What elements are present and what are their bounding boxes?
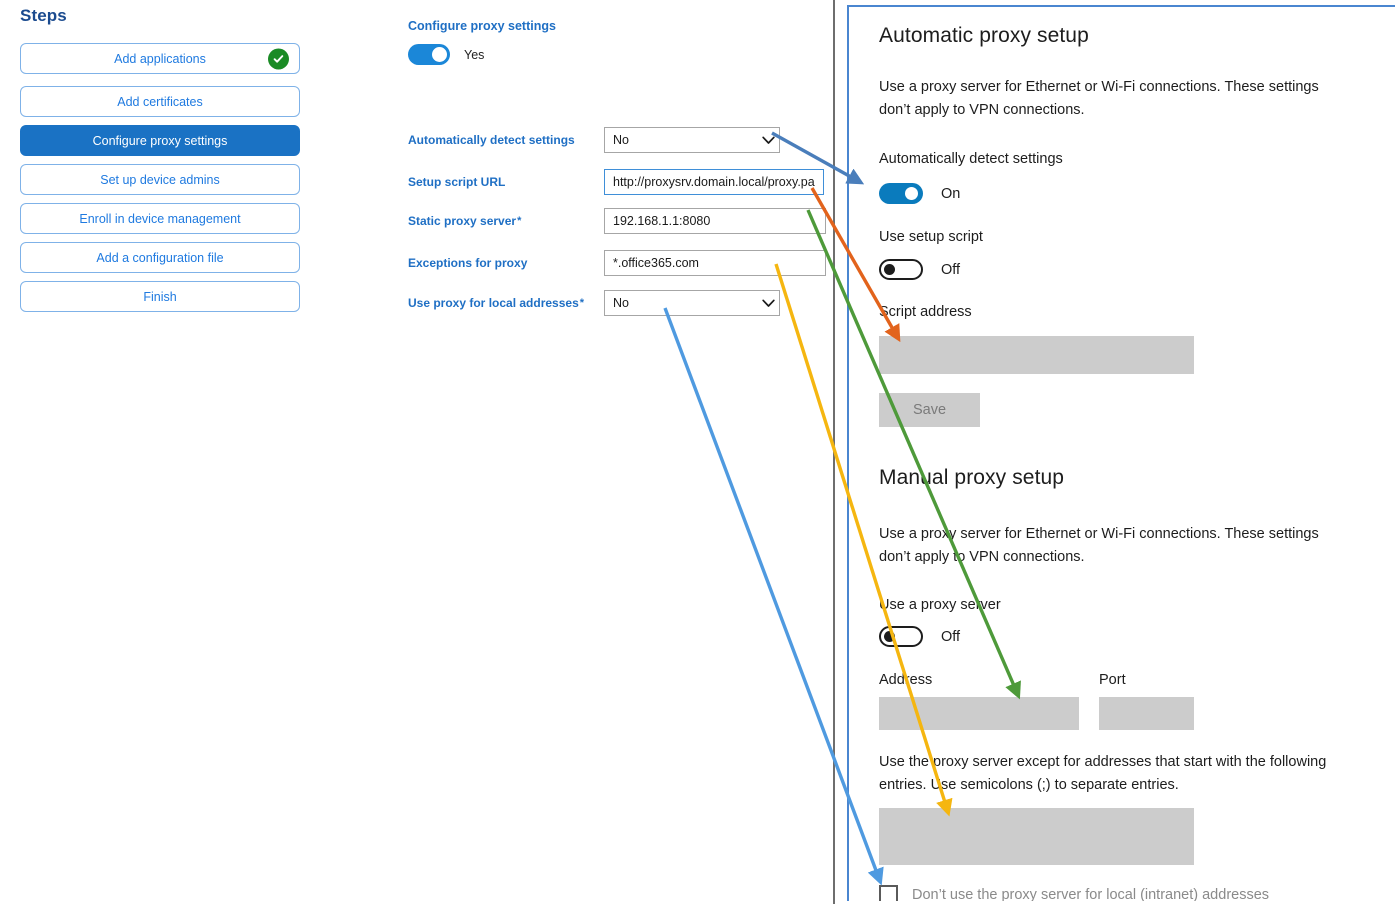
setup-script-url-input[interactable]: http://proxysrv.domain.local/proxy.pa: [604, 169, 824, 195]
field-label: Automatically detect settings: [408, 133, 575, 147]
toggle-switch-off[interactable]: [879, 626, 923, 647]
sidebar-step-set-up-device-admins[interactable]: Set up device admins: [20, 164, 300, 195]
steps-title: Steps: [20, 6, 67, 25]
toggle-knob: [884, 631, 895, 642]
use-proxy-for-local-addresses-select[interactable]: No: [604, 290, 780, 316]
address-input[interactable]: [879, 697, 1079, 730]
toggle-switch-on[interactable]: [879, 183, 923, 204]
proxy-form: Configure proxy settings Yes Automatical…: [332, 0, 832, 904]
field-exceptions-for-proxy: Exceptions for proxy *.office365.com: [408, 250, 838, 276]
automatic-proxy-setup-heading: Automatic proxy setup: [879, 24, 1089, 47]
automatically-detect-settings-select[interactable]: No: [604, 127, 780, 153]
step-label: Finish: [143, 289, 177, 304]
step-label: Configure proxy settings: [92, 133, 228, 148]
step-label: Add certificates: [117, 94, 203, 109]
use-setup-script-label: Use setup script: [879, 229, 983, 245]
step-label: Add applications: [114, 51, 206, 66]
input-value: *.office365.com: [613, 256, 699, 270]
field-label: Static proxy server*: [408, 214, 522, 228]
sidebar-step-add-certificates[interactable]: Add certificates: [20, 86, 300, 117]
step-label: Enroll in device management: [79, 211, 241, 226]
field-static-proxy-server: Static proxy server* 192.168.1.1:8080: [408, 208, 838, 234]
port-input[interactable]: [1099, 697, 1194, 730]
sidebar-step-enroll-in-device-management[interactable]: Enroll in device management: [20, 203, 300, 234]
check-circle-icon: [268, 48, 289, 69]
automatically-detect-settings-toggle[interactable]: On: [879, 183, 960, 204]
form-heading: Configure proxy settings: [408, 19, 556, 33]
toggle-state-label: On: [941, 185, 961, 202]
use-a-proxy-server-label: Use a proxy server: [879, 597, 1001, 613]
sidebar-step-add-a-configuration-file[interactable]: Add a configuration file: [20, 242, 300, 273]
automatic-proxy-setup-description: Use a proxy server for Ethernet or Wi-Fi…: [879, 79, 1319, 118]
sidebar-step-configure-proxy-settings[interactable]: Configure proxy settings: [20, 125, 300, 156]
select-value: No: [613, 133, 629, 147]
checkbox-unchecked-icon[interactable]: [879, 885, 898, 901]
address-label: Address: [879, 672, 933, 688]
toggle-state-label: Off: [941, 628, 961, 645]
step-label: Add a configuration file: [96, 250, 224, 265]
static-proxy-server-input[interactable]: 192.168.1.1:8080: [604, 208, 826, 234]
step-label: Set up device admins: [100, 172, 220, 187]
exceptions-input[interactable]: [879, 808, 1194, 865]
panel-divider: [833, 0, 835, 904]
select-value: No: [613, 296, 629, 310]
toggle-state-label: Off: [941, 261, 961, 278]
configure-proxy-toggle[interactable]: Yes: [408, 44, 484, 65]
field-label: Use proxy for local addresses*: [408, 296, 585, 310]
use-a-proxy-server-toggle[interactable]: Off: [879, 626, 960, 647]
sidebar-step-add-applications[interactable]: Add applications: [20, 43, 300, 74]
toggle-state-label: Yes: [464, 47, 485, 62]
sidebar-step-finish[interactable]: Finish: [20, 281, 300, 312]
automatically-detect-settings-label: Automatically detect settings: [879, 151, 1063, 167]
field-label: Exceptions for proxy: [408, 256, 528, 270]
bypass-local-addresses-row[interactable]: Don’t use the proxy server for local (in…: [879, 885, 1269, 901]
exceptions-description: Use the proxy server except for addresse…: [879, 754, 1327, 793]
field-automatically-detect-settings: Automatically detect settings No: [408, 127, 788, 153]
field-label: Setup script URL: [408, 175, 506, 189]
toggle-knob: [884, 264, 895, 275]
manual-proxy-setup-heading: Manual proxy setup: [879, 466, 1065, 489]
field-setup-script-url: Setup script URL http://proxysrv.domain.…: [408, 169, 828, 195]
use-setup-script-toggle[interactable]: Off: [879, 259, 960, 280]
chevron-down-icon: [762, 136, 775, 145]
windows-proxy-settings-panel: Automatic proxy setup Use a proxy server…: [847, 5, 1395, 901]
bypass-local-addresses-label: Don’t use the proxy server for local (in…: [912, 886, 1270, 902]
input-value: 192.168.1.1:8080: [613, 214, 711, 228]
toggle-knob: [905, 187, 918, 200]
steps-panel: Steps Add applications Add certificates …: [0, 0, 332, 904]
manual-proxy-setup-description: Use a proxy server for Ethernet or Wi-Fi…: [879, 526, 1319, 565]
toggle-knob: [432, 47, 447, 62]
input-value: http://proxysrv.domain.local/proxy.pa: [613, 175, 815, 189]
exceptions-for-proxy-input[interactable]: *.office365.com: [604, 250, 826, 276]
script-address-input[interactable]: [879, 336, 1194, 374]
port-label: Port: [1099, 672, 1126, 688]
chevron-down-icon: [762, 299, 775, 308]
toggle-switch-on[interactable]: [408, 44, 450, 65]
script-address-label: Script address: [879, 304, 972, 320]
toggle-switch-off[interactable]: [879, 259, 923, 280]
save-button[interactable]: Save: [879, 393, 980, 427]
field-use-proxy-for-local-addresses: Use proxy for local addresses* No: [408, 290, 788, 316]
